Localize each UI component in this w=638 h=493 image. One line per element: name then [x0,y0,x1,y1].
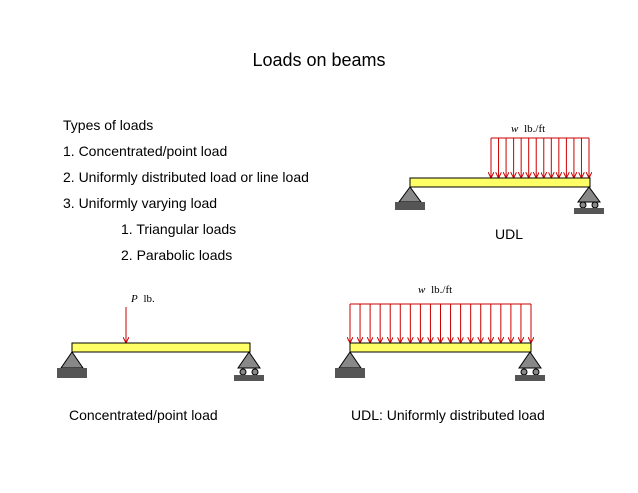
udl-top-roller-support [577,186,601,203]
point-pin-support [60,351,84,369]
list-item: 1. Concentrated/point load [63,143,228,159]
udl-bottom-load-unit: lb./ft [431,284,452,296]
udl-bottom-pin-support [338,351,362,369]
udl-bottom-caption: UDL: Uniformly distributed load [351,407,545,423]
udl-top-load-unit: lb./ft [524,123,545,135]
udl-bottom-ground-left [335,368,365,378]
list-item: 2. Uniformly distributed load or line lo… [63,169,309,185]
udl-top-load-arrows [491,138,589,177]
udl-top-pin-support [398,186,422,203]
udl-top-diagram: w lb./ft [395,123,604,214]
udl-bottom-load-arrows [350,304,531,342]
udl-top-ground-right [574,208,604,214]
udl-bottom-diagram: w lb./ft [335,284,545,381]
point-load-symbol: P [130,293,138,305]
udl-bottom-roller-left [520,368,528,376]
udl-top-beam [409,177,591,188]
list-heading: Types of loads [63,117,154,133]
udl-top-roller-right [591,201,599,209]
point-ground-right [234,375,264,381]
point-load-beam [71,342,251,353]
list-subitem: 1. Triangular loads [121,221,237,237]
point-roller-support [237,351,261,369]
point-roller-left [239,368,247,376]
udl-bottom-load-symbol: w [418,284,426,296]
point-roller-right [251,368,259,376]
udl-top-ground-left [395,202,425,210]
point-load-caption: Concentrated/point load [69,407,218,423]
udl-top-roller-left [579,201,587,209]
list-subitem: 2. Parabolic loads [121,247,233,263]
list-item: 3. Uniformly varying load [63,195,218,211]
udl-bottom-roller-support [518,351,542,369]
page-title: Loads on beams [252,50,386,70]
point-ground-left [57,368,87,378]
udl-bottom-beam [349,342,532,353]
point-load-diagram: P lb. [57,293,264,381]
udl-top-caption: UDL [495,226,524,242]
point-load-unit: lb. [143,293,155,305]
udl-bottom-load-label: w lb./ft [418,284,452,296]
udl-bottom-ground-right [515,375,545,381]
udl-top-load-label: w lb./ft [511,123,545,135]
load-types-list: Types of loads 1. Concentrated/point loa… [63,112,309,268]
udl-bottom-roller-right [532,368,540,376]
udl-top-load-symbol: w [511,123,519,135]
point-load-label: P lb. [130,293,155,305]
